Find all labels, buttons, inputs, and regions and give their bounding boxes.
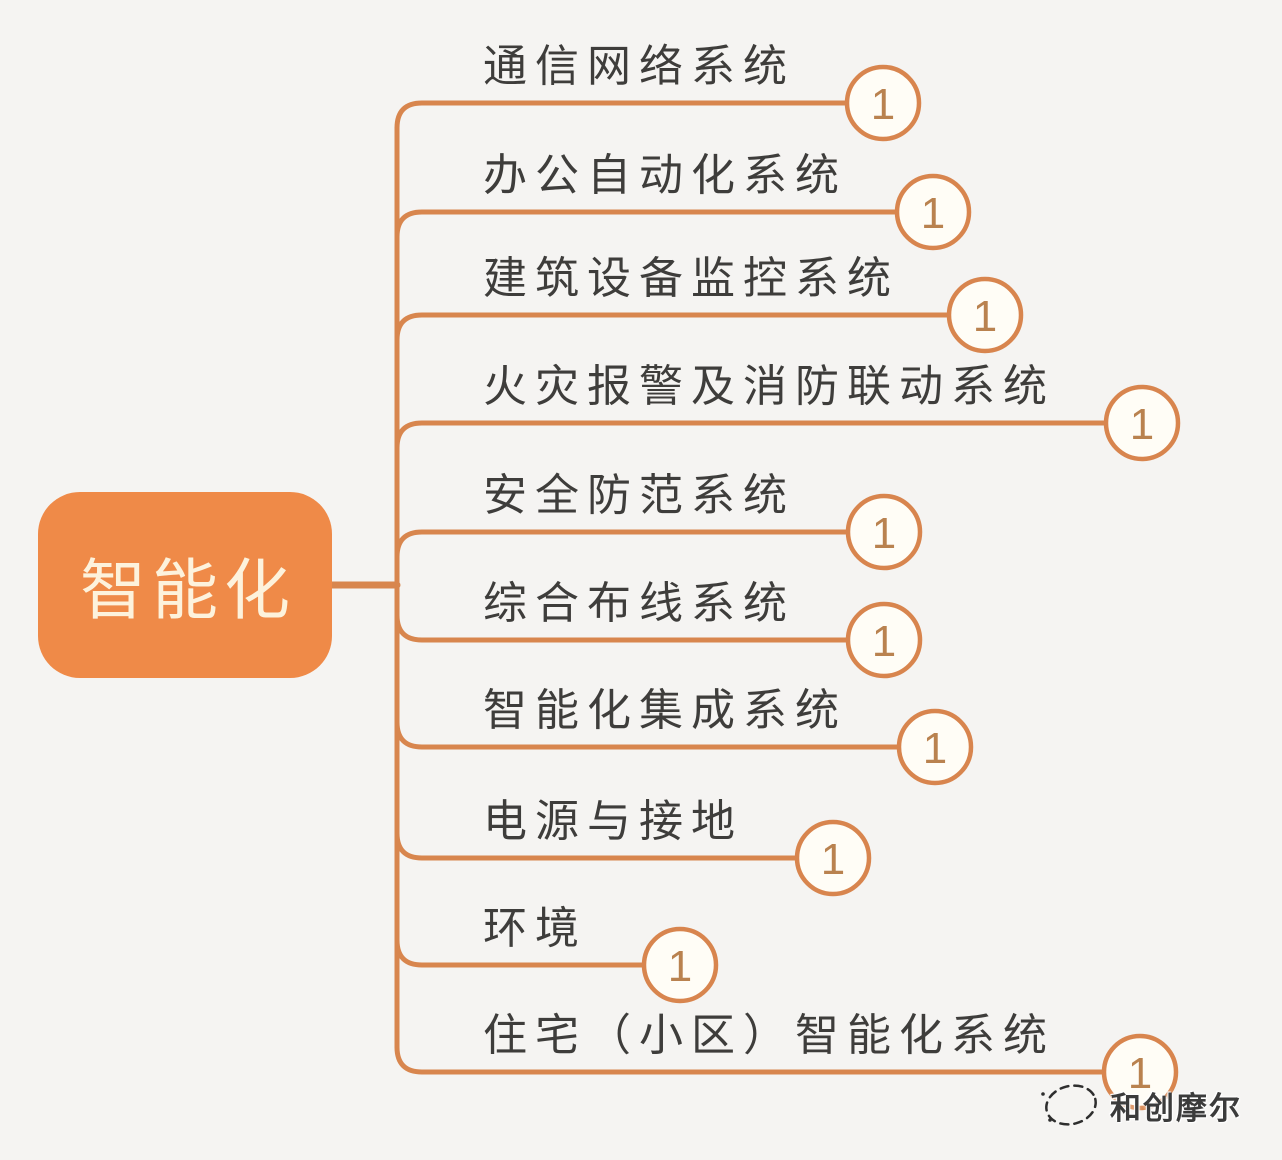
badge-count: 1 [668, 942, 692, 991]
branch-label-residential-intelligent[interactable]: 住宅（小区）智能化系统 [483, 1011, 1055, 1060]
branch-label-environment[interactable]: 环境 [483, 904, 587, 953]
badge-count: 1 [871, 80, 895, 129]
branch-line-4 [394, 529, 851, 560]
branch-line-2 [394, 312, 952, 343]
badge-circle-7[interactable] [794, 819, 872, 897]
badge-circle-2[interactable] [946, 276, 1024, 354]
badge-count: 1 [872, 617, 896, 666]
branch-label-building-equipment[interactable]: 建筑设备监控系统 [483, 254, 899, 303]
badge-circle-1[interactable] [894, 173, 972, 251]
branch-label-security-protection[interactable]: 安全防范系统 [483, 471, 795, 520]
badge-circle-6[interactable] [896, 708, 974, 786]
badge-count: 1 [821, 835, 845, 884]
badge-count: 1 [1130, 400, 1154, 449]
branch-label-power-grounding[interactable]: 电源与接地 [483, 797, 743, 846]
branch-line-7 [394, 830, 800, 861]
root-topic-node[interactable]: 智能化 [38, 492, 332, 678]
badge-circle-5[interactable] [845, 601, 923, 679]
branch-label-fire-alarm-linkage[interactable]: 火灾报警及消防联动系统 [483, 362, 1055, 411]
branch-line-6 [394, 719, 902, 750]
branch-line-8 [394, 937, 647, 968]
branch-label-office-automation[interactable]: 办公自动化系统 [483, 151, 847, 200]
badge-circle-0[interactable] [844, 64, 922, 142]
badge-count: 1 [923, 724, 947, 773]
root-topic-label: 智能化 [80, 553, 296, 627]
watermark-logo-icon [1041, 1084, 1097, 1126]
badge-count: 1 [872, 509, 896, 558]
branch-line-3 [394, 420, 1109, 451]
branch-line-5 [394, 612, 851, 643]
watermark: 和创摩尔 [1038, 1080, 1242, 1130]
badge-count: 1 [921, 189, 945, 238]
branch-label-intelligent-integration[interactable]: 智能化集成系统 [483, 686, 847, 735]
branch-line-1 [394, 209, 900, 240]
branch-line-9 [394, 1044, 1107, 1075]
badge-circle-3[interactable] [1103, 384, 1181, 462]
branch-label-integrated-cabling[interactable]: 综合布线系统 [483, 579, 795, 628]
branch-label-communication-network[interactable]: 通信网络系统 [483, 42, 795, 91]
badge-count: 1 [1128, 1049, 1152, 1098]
badge-circle-9[interactable] [1101, 1033, 1179, 1111]
badge-circle-8[interactable] [641, 926, 719, 1004]
badge-circle-4[interactable] [845, 493, 923, 571]
watermark-text: 和创摩尔 [1110, 1090, 1242, 1126]
branch-line-0 [394, 100, 850, 131]
badge-count: 1 [973, 292, 997, 341]
